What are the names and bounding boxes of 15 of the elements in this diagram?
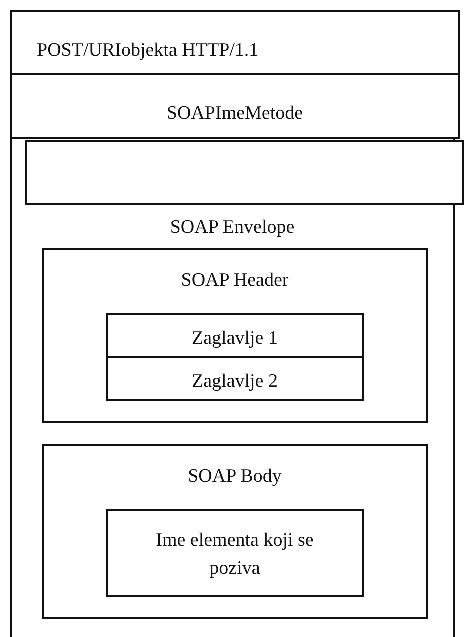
box [10, 10, 460, 75]
box [10, 73, 460, 139]
box-label: SOAP Header [180, 269, 290, 293]
box-label: Ime elementa koji se poziva [155, 529, 315, 581]
box-label: SOAP Body [187, 465, 283, 489]
box-label: Zaglavlje 1 [191, 327, 279, 351]
box-label: SOAPImeMetode [166, 102, 304, 126]
box-label: POST/URIobjekta HTTP/1.1 [36, 39, 260, 63]
box [42, 248, 428, 423]
box-label: Zaglavlje 2 [191, 370, 279, 394]
box [42, 444, 428, 619]
box [106, 509, 364, 597]
box-label: SOAP Envelope [169, 216, 296, 240]
box [106, 313, 364, 358]
box [106, 356, 364, 401]
